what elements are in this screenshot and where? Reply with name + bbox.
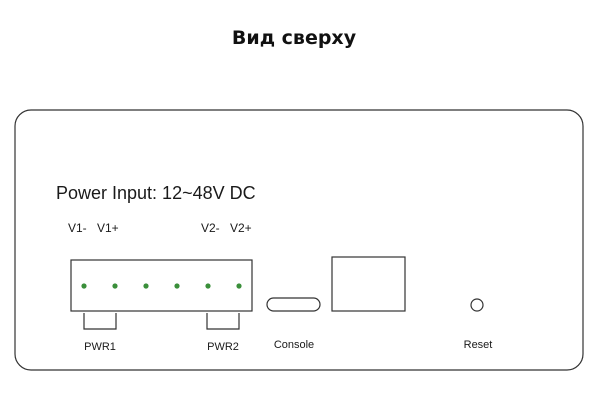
- terminal-block: [70, 259, 253, 312]
- pin-label-v1-minus: V1-: [68, 221, 87, 235]
- pin-label-v2-minus: V2-: [201, 221, 220, 235]
- square-port: [331, 256, 406, 312]
- reset-button: [470, 298, 484, 312]
- terminal-pin-dot: [205, 283, 211, 289]
- terminal-pins: [81, 283, 242, 289]
- pwr1-bracket: [83, 313, 117, 330]
- terminal-pin-dot: [143, 283, 149, 289]
- pwr2-bracket: [206, 313, 240, 330]
- pin-label-v1-plus: V1+: [97, 221, 119, 235]
- pwr2-label: PWR2: [207, 341, 239, 353]
- console-port: [266, 297, 321, 312]
- terminal-pin-dot: [112, 283, 118, 289]
- terminal-pin-dot: [81, 283, 87, 289]
- power-input-label: Power Input: 12~48V DC: [56, 183, 256, 203]
- device-outline: [14, 109, 584, 371]
- reset-label: Reset: [464, 339, 493, 351]
- terminal-pin-dot: [174, 283, 180, 289]
- pwr1-label: PWR1: [84, 341, 116, 353]
- console-label: Console: [274, 339, 314, 351]
- terminal-pin-dot: [236, 283, 242, 289]
- pin-label-v2-plus: V2+: [230, 221, 252, 235]
- terminal-block-body: [70, 259, 253, 312]
- page-title: Вид сверху: [232, 27, 357, 49]
